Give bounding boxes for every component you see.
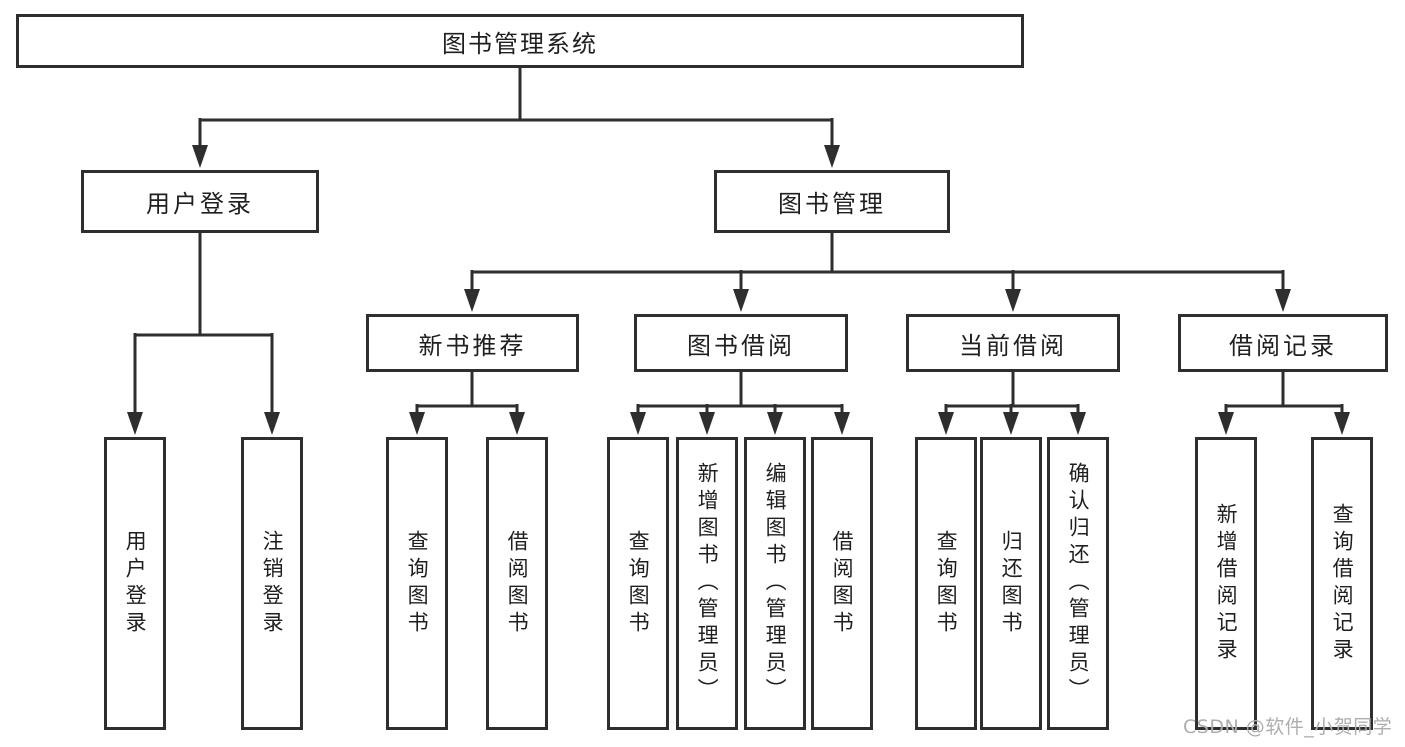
node-leaf-borrowing-edit-admin: 编辑图书（管理员） [744,437,806,730]
node-leaf-newbooks-query-label: 查询图书 [405,529,430,638]
node-leaf-records-query: 查询借阅记录 [1311,437,1373,730]
node-book-management-label: 图书管理 [778,190,886,218]
node-leaf-user-login-label: 用户登录 [123,529,148,638]
node-leaf-records-query-label: 查询借阅记录 [1330,502,1355,665]
node-leaf-logout: 注销登录 [241,437,303,730]
node-book-management: 图书管理 [714,170,950,233]
node-leaf-records-add: 新增借阅记录 [1195,437,1257,730]
node-leaf-newbooks-query: 查询图书 [386,437,448,730]
node-root-system: 图书管理系统 [16,14,1024,68]
node-leaf-borrowing-query: 查询图书 [607,437,669,730]
node-leaf-newbooks-borrow: 借阅图书 [486,437,548,730]
node-book-borrowing-label: 图书借阅 [687,331,795,360]
node-book-borrowing: 图书借阅 [634,314,848,372]
node-leaf-borrowing-add-admin-label: 新增图书（管理员） [695,462,720,705]
node-leaf-current-query-label: 查询图书 [934,529,959,638]
node-leaf-records-add-label: 新增借阅记录 [1214,502,1239,665]
node-leaf-borrowing-borrow-label: 借阅图书 [830,529,855,638]
node-leaf-user-login: 用户登录 [104,437,166,730]
node-user-login-branch: 用户登录 [81,170,319,233]
node-borrow-records: 借阅记录 [1178,314,1388,372]
csdn-watermark: CSDN @软件_小贺同学 [1183,716,1393,738]
node-current-borrow-label: 当前借阅 [959,331,1067,360]
node-leaf-newbooks-borrow-label: 借阅图书 [505,529,530,638]
node-leaf-current-query: 查询图书 [915,437,977,730]
node-leaf-current-return-label: 归还图书 [999,529,1024,638]
node-root-label: 图书管理系统 [442,29,598,58]
node-new-book-recommend: 新书推荐 [366,314,579,372]
node-current-borrow: 当前借阅 [906,314,1120,372]
node-user-login-branch-label: 用户登录 [146,190,254,218]
node-leaf-current-confirm-admin-label: 确认归还（管理员） [1066,462,1091,705]
node-leaf-borrowing-query-label: 查询图书 [626,529,651,638]
node-new-book-recommend-label: 新书推荐 [418,331,527,360]
node-leaf-borrowing-borrow: 借阅图书 [811,437,873,730]
node-leaf-current-return: 归还图书 [980,437,1042,730]
node-leaf-logout-label: 注销登录 [260,529,285,638]
node-leaf-current-confirm-admin: 确认归还（管理员） [1047,437,1109,730]
node-leaf-borrowing-add-admin: 新增图书（管理员） [676,437,738,730]
node-leaf-borrowing-edit-admin-label: 编辑图书（管理员） [763,462,788,705]
node-borrow-records-label: 借阅记录 [1229,331,1337,360]
arrowhead-icons [127,145,1350,435]
